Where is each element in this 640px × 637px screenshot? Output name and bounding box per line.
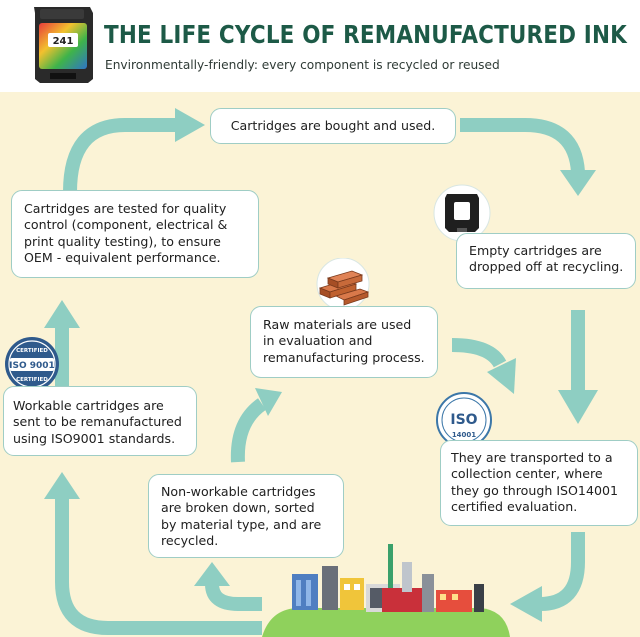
iso-14001-number: 14001 xyxy=(452,431,476,439)
page-title: THE LIFE CYCLE OF REMANUFACTURED INK xyxy=(104,20,627,49)
iso-9001-main: ISO 9001 xyxy=(9,361,55,371)
step-bought: Cartridges are bought and used. xyxy=(210,108,456,144)
cartridge-label: 241 xyxy=(53,36,74,47)
cycle-diagram: CERTIFIED ISO 9001 CERTIFIED ISO 14001 C… xyxy=(0,92,640,637)
arrowhead-raw xyxy=(487,358,516,394)
arrow-tested-to-bought xyxy=(63,118,175,193)
arrow-broken-to-raw xyxy=(230,398,267,463)
arrow-factory-to-broken xyxy=(205,583,262,611)
arrow-raw-to-transported xyxy=(451,338,507,368)
step-dropped-off: Empty cartridges are dropped off at recy… xyxy=(456,233,636,289)
arrow-bought-to-dropped xyxy=(460,118,585,173)
arrowhead-broken-up xyxy=(194,562,230,586)
iso-14001-main: ISO xyxy=(450,412,477,428)
arrowhead-tested xyxy=(44,300,80,328)
step-tested-text: Cartridges are tested for quality contro… xyxy=(24,201,228,266)
cycle-arrows xyxy=(44,108,598,635)
step-tested: Cartridges are tested for quality contro… xyxy=(11,190,259,278)
empty-cartridge-icon xyxy=(433,184,491,242)
step-transported: They are transported to a collection cen… xyxy=(440,440,638,526)
step-broken-down-text: Non-workable cartridges are broken down,… xyxy=(161,484,322,549)
header: 241 THE LIFE CYCLE OF REMANUFACTURED INK… xyxy=(0,0,640,92)
step-raw-materials: Raw materials are used in evaluation and… xyxy=(250,306,438,378)
arrow-transported-to-factory xyxy=(539,532,585,611)
arrowhead-factory xyxy=(510,586,542,622)
step-bought-text: Cartridges are bought and used. xyxy=(230,118,436,133)
step-broken-down: Non-workable cartridges are broken down,… xyxy=(148,474,344,558)
step-dropped-off-text: Empty cartridges are dropped off at recy… xyxy=(469,243,624,275)
factory-icon xyxy=(262,544,510,637)
step-raw-materials-text: Raw materials are used in evaluation and… xyxy=(263,317,425,365)
arrowhead-workable xyxy=(44,472,80,499)
iso-9001-badge: CERTIFIED ISO 9001 CERTIFIED xyxy=(5,337,59,391)
page-subtitle: Environmentally-friendly: every componen… xyxy=(105,58,500,72)
arrowhead-transported xyxy=(558,390,598,424)
iso-14001-badge: ISO 14001 xyxy=(436,392,492,448)
ink-cartridge-icon: 241 xyxy=(34,7,93,83)
step-workable-text: Workable cartridges are sent to be reman… xyxy=(13,398,182,446)
iso-9001-top: CERTIFIED xyxy=(16,348,48,354)
copper-bars-icon xyxy=(316,258,370,310)
step-transported-text: They are transported to a collection cen… xyxy=(451,450,618,515)
arrowhead-broken xyxy=(255,388,282,416)
step-workable: Workable cartridges are sent to be reman… xyxy=(3,386,197,456)
iso-9001-bottom: CERTIFIED xyxy=(16,377,48,383)
arrowhead-dropped xyxy=(560,170,596,196)
arrowhead-bought xyxy=(175,108,205,142)
arrow-factory-to-workable xyxy=(55,497,262,635)
